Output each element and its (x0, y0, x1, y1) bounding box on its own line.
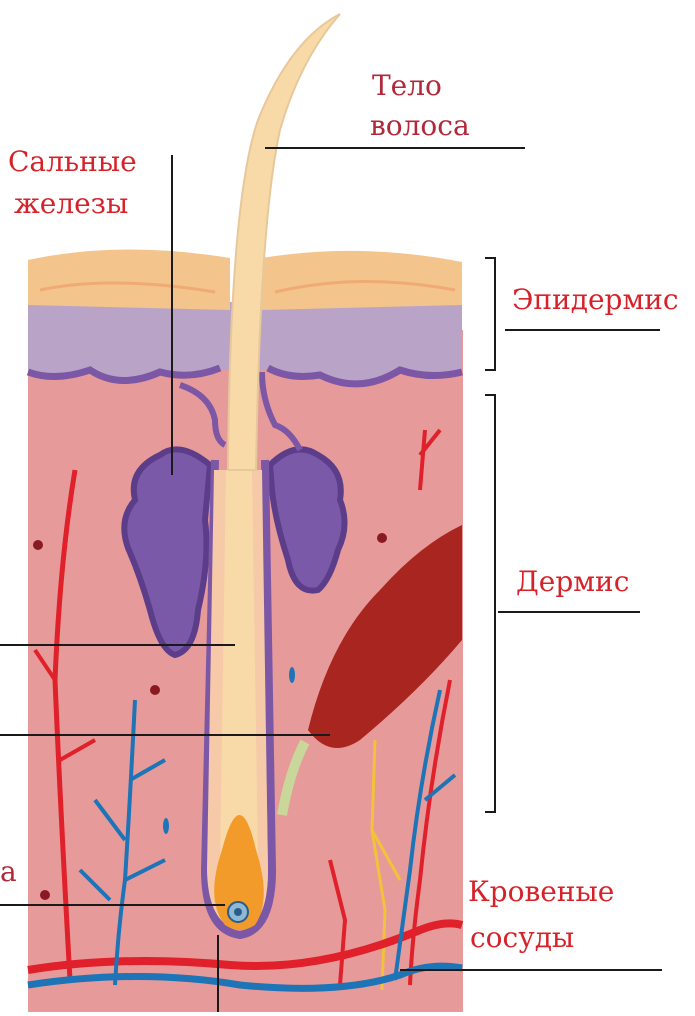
label-hair-shaft-line2: волоса (370, 106, 470, 146)
label-left-partial: а (0, 852, 17, 892)
label-epidermis: Эпидермис (512, 280, 679, 320)
epidermis-bracket (485, 258, 495, 370)
label-sebaceous-line2: железы (14, 184, 128, 224)
label-sebaceous-line1: Сальные (8, 142, 137, 182)
label-hair-shaft-line1: Тело (372, 66, 442, 106)
hair-follicle (205, 460, 272, 935)
label-dermis: Дермис (516, 562, 629, 602)
dermis-bracket (485, 395, 495, 812)
label-vessels-line1: Кровеные (468, 872, 614, 912)
label-vessels-line2: сосуды (470, 918, 574, 958)
